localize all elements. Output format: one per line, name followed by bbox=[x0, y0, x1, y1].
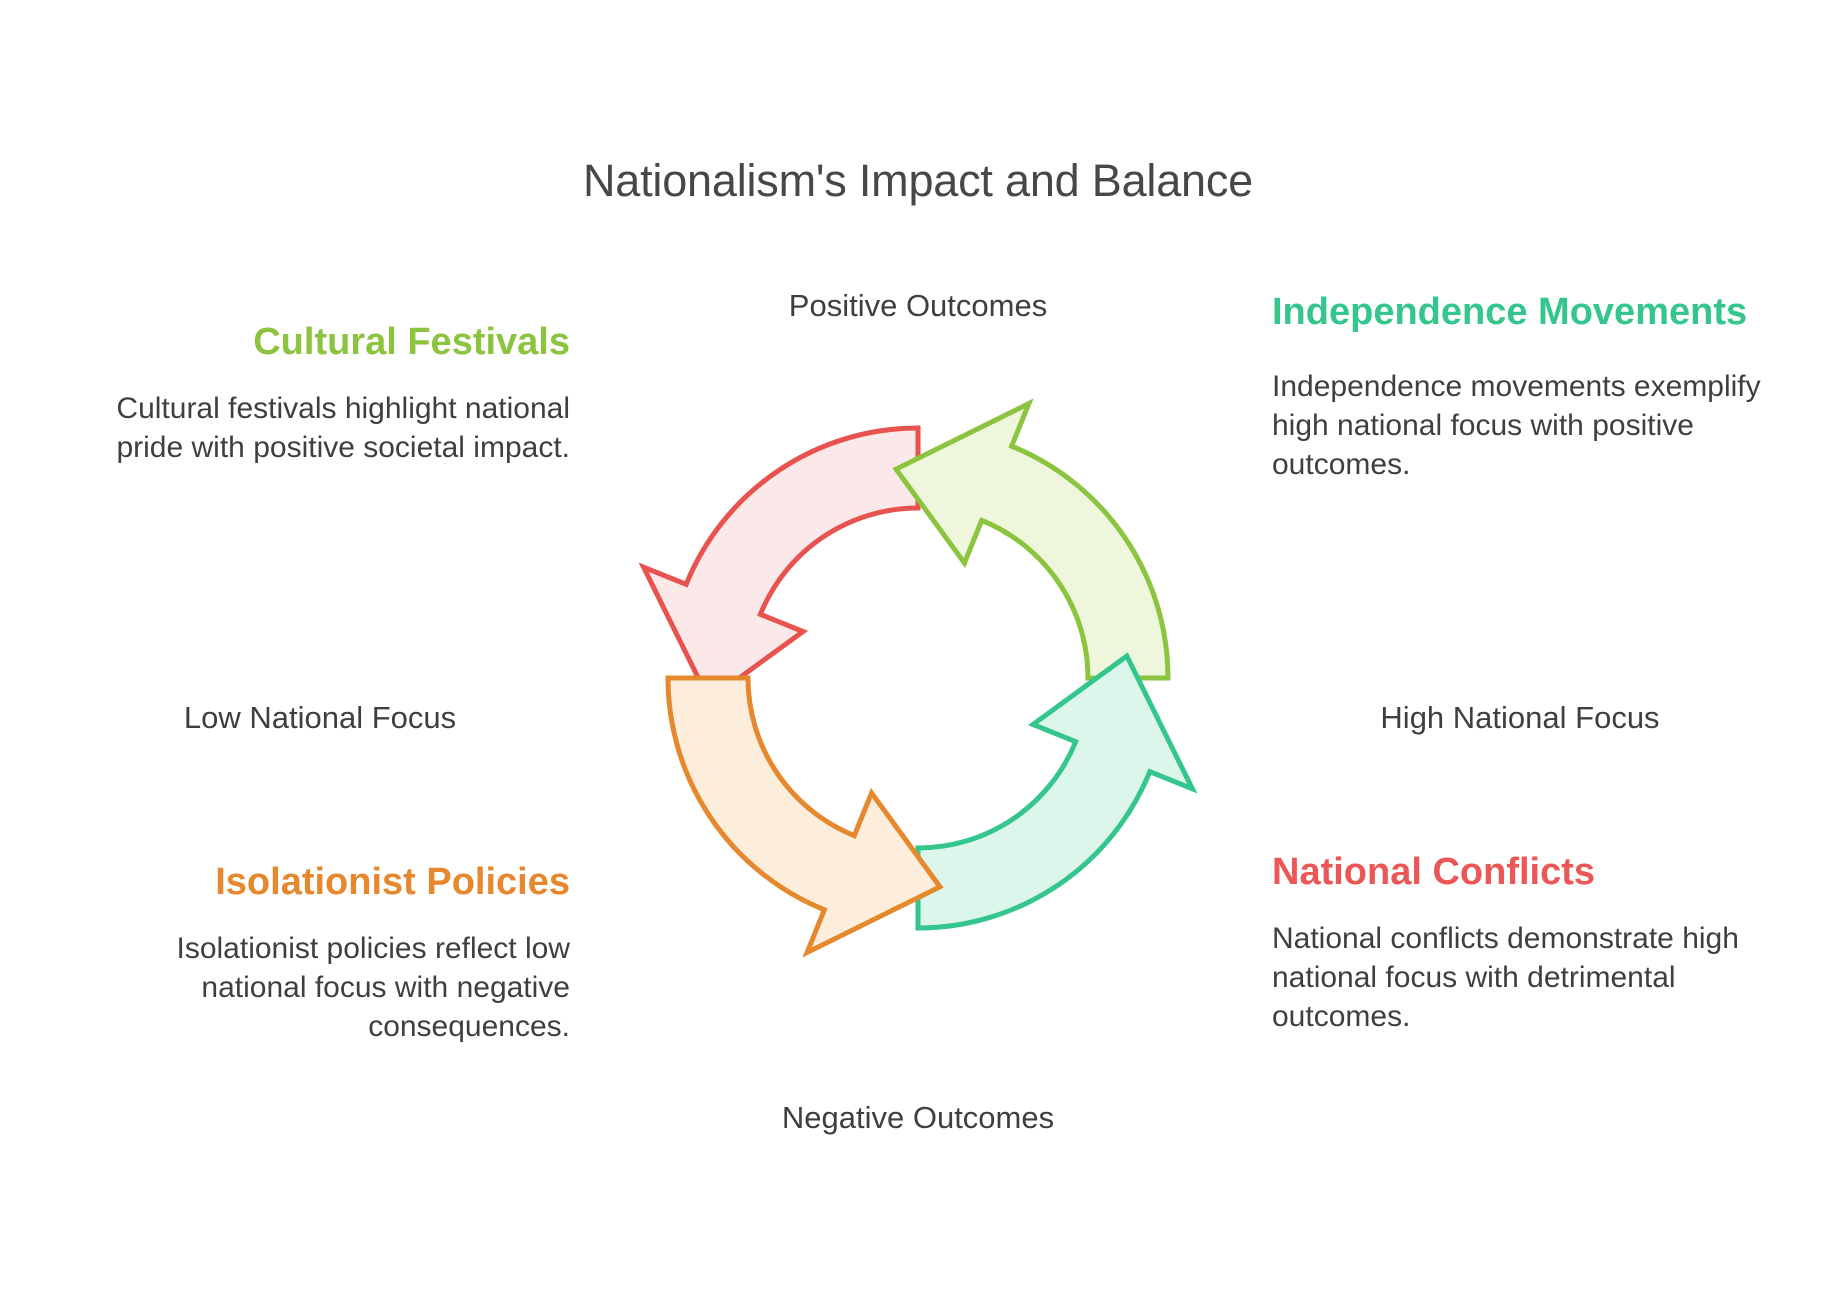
quadrant-cultural-festivals: Cultural Festivals Cultural festivals hi… bbox=[100, 318, 570, 467]
quadrant-title-national-conflicts: National Conflicts bbox=[1272, 851, 1596, 893]
quadrant-national-conflicts: National Conflicts National conflicts de… bbox=[1272, 848, 1752, 1037]
quadrant-title-independence-movements: Independence Movements bbox=[1272, 291, 1748, 333]
quadrant-body-independence-movements: Independence movements exemplify high na… bbox=[1272, 369, 1761, 482]
quadrant-body-cultural-festivals: Cultural festivals highlight national pr… bbox=[116, 391, 570, 464]
quadrant-title-cultural-festivals: Cultural Festivals bbox=[253, 321, 570, 363]
page-title: Nationalism's Impact and Balance bbox=[582, 155, 1254, 207]
quadrant-title-isolationist-policies: Isolationist Policies bbox=[215, 861, 570, 903]
cycle-arrow-cultural-festivals bbox=[638, 425, 921, 704]
quadrant-independence-movements: Independence Movements Independence move… bbox=[1272, 288, 1782, 485]
cycle-diagram bbox=[618, 378, 1218, 978]
cycle-arrow-independence-movements bbox=[892, 398, 1171, 681]
axis-label-low-national-focus: Low National Focus bbox=[183, 700, 457, 735]
cycle-arrow-national-conflicts bbox=[915, 652, 1198, 931]
axis-label-positive-outcomes: Positive Outcomes bbox=[788, 288, 1048, 323]
cycle-segment-group bbox=[638, 398, 1198, 958]
axis-label-negative-outcomes: Negative Outcomes bbox=[781, 1100, 1055, 1135]
cycle-arrow-isolationist-policies bbox=[665, 675, 944, 958]
quadrant-isolationist-policies: Isolationist Policies Isolationist polic… bbox=[95, 858, 570, 1047]
quadrant-body-isolationist-policies: Isolationist policies reflect low nation… bbox=[176, 931, 570, 1044]
quadrant-body-national-conflicts: National conflicts demonstrate high nati… bbox=[1272, 921, 1739, 1034]
axis-label-high-national-focus: High National Focus bbox=[1380, 700, 1660, 735]
cycle-diagram-svg bbox=[638, 398, 1198, 958]
